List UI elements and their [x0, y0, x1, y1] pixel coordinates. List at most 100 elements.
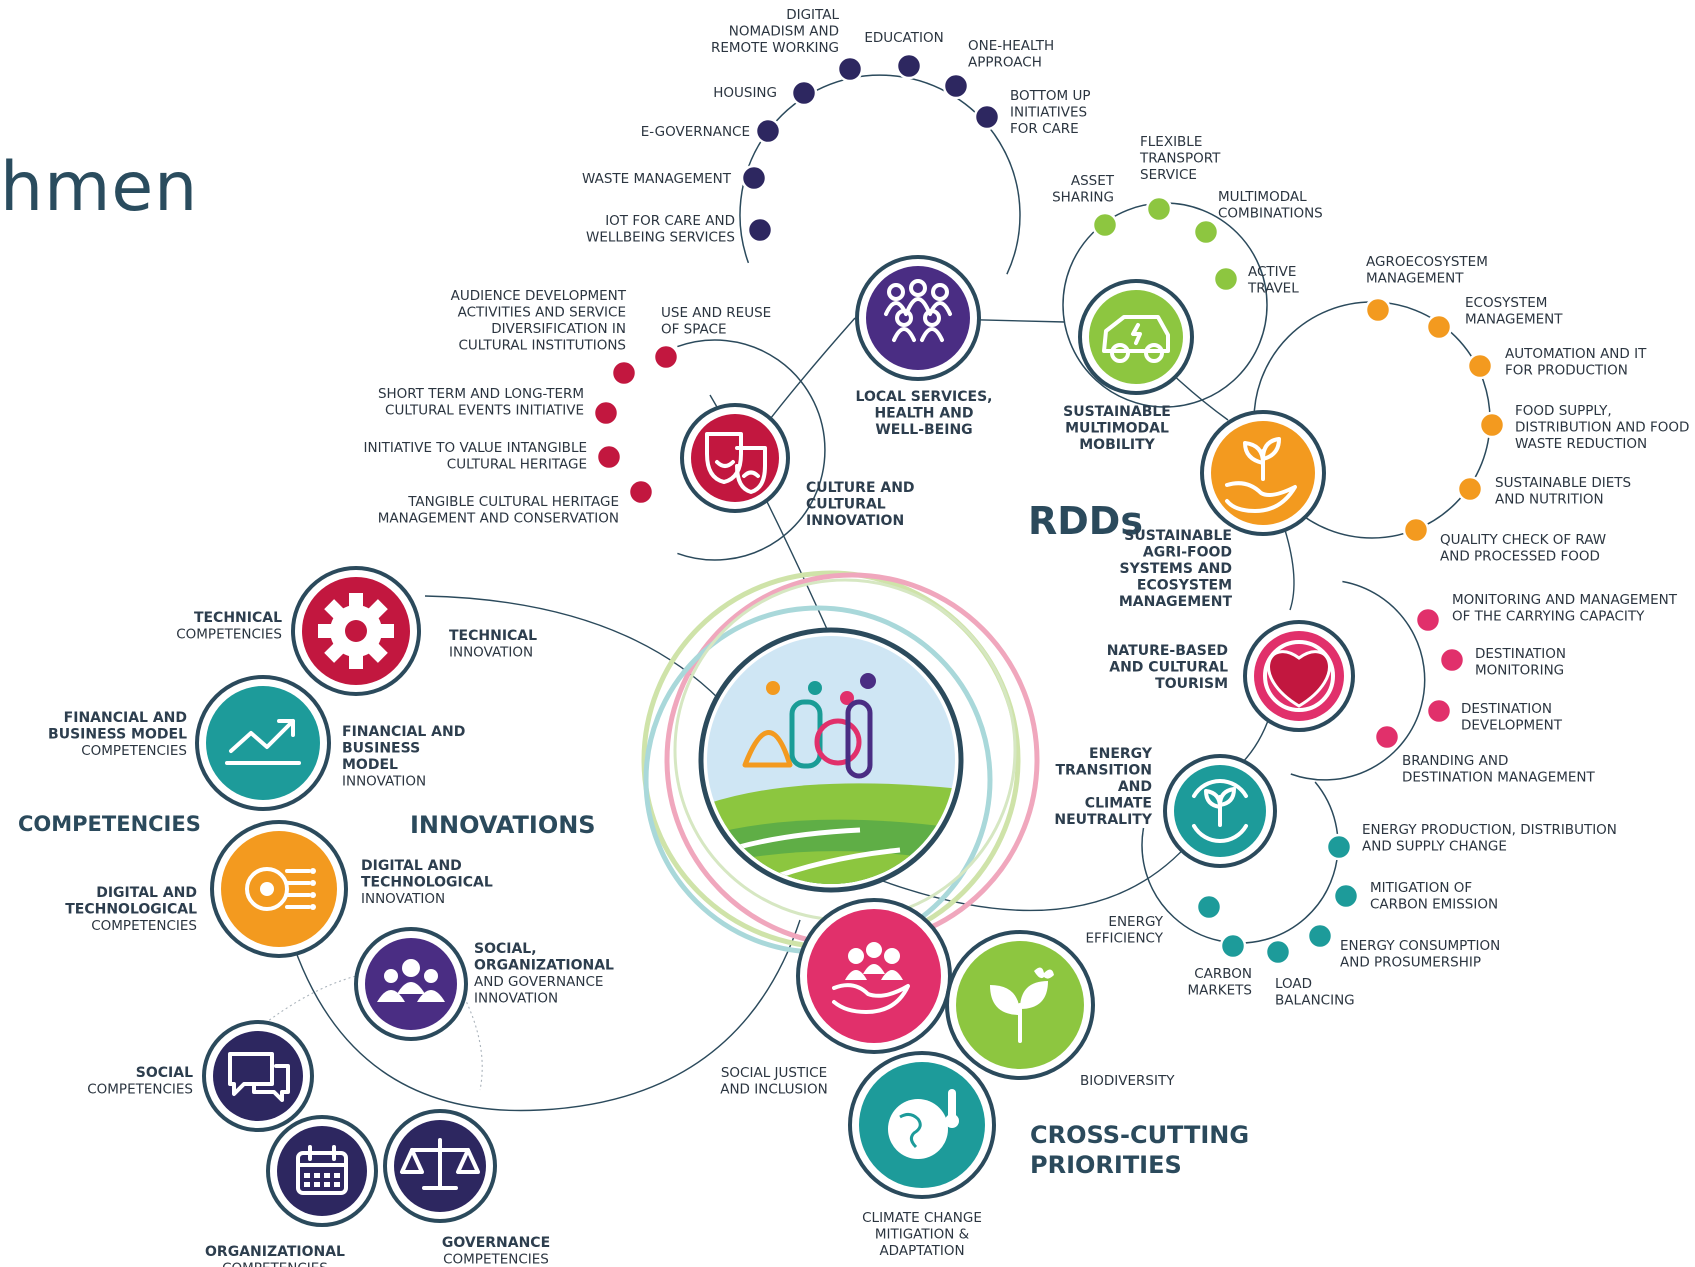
item-dot-culture — [595, 443, 623, 471]
hub-tourism — [1243, 620, 1355, 732]
item-dot-energy — [1195, 893, 1223, 921]
item-dot-local-services — [790, 79, 818, 107]
item-dot-tourism — [1425, 697, 1453, 725]
ring-local-services — [739, 74, 1021, 275]
item-dot-tourism — [1438, 646, 1466, 674]
connector-line — [1239, 714, 1271, 766]
hub-agrifood — [1200, 410, 1326, 536]
competency-label-organizational: ORGANIZATIONALCOMPETENCIES — [205, 1244, 345, 1267]
hub-organizational — [266, 1115, 378, 1227]
item-dot-tourism — [1414, 606, 1442, 634]
hub-digital-fill — [221, 831, 337, 947]
hub-energy — [1163, 754, 1277, 868]
item-dot-local-services — [895, 52, 923, 80]
hub-social-justice-fill — [807, 909, 941, 1043]
chat-icon — [228, 1052, 290, 1102]
item-dot-mobility — [1212, 265, 1240, 293]
item-dot-mobility — [1091, 211, 1119, 239]
ring-tourism — [1290, 580, 1426, 781]
hub-local-services — [855, 255, 981, 381]
hub-financial — [195, 675, 331, 811]
globe-thermometer-icon — [888, 1089, 959, 1159]
cross-label-biodiversity: BIODIVERSITY — [1080, 1073, 1175, 1089]
figure-pink — [814, 718, 862, 766]
item-dot-mobility — [1192, 218, 1220, 246]
item-dot-local-services — [942, 72, 970, 100]
item-dot-local-services — [973, 103, 1001, 131]
item-label-local-services: E-GOVERNANCE — [641, 124, 750, 140]
item-dot-agrifood — [1364, 296, 1392, 324]
hub-social-org — [354, 927, 468, 1041]
figure-orange — [742, 730, 793, 768]
hand-people-icon — [832, 942, 910, 1014]
item-dot-agrifood — [1402, 516, 1430, 544]
leaf-cycle-icon — [1192, 778, 1248, 844]
car-icon — [1102, 315, 1170, 363]
heading-innovations: INNOVATIONS — [410, 811, 596, 839]
gear-icon — [318, 593, 394, 669]
seedling-hand-icon — [1225, 437, 1297, 513]
diagram-labels: RDDsINNOVATIONSCOMPETENCIESCROSS-CUTTING… — [18, 7, 1689, 1267]
item-dot-local-services — [746, 216, 774, 244]
connector-line — [879, 829, 1201, 912]
item-label-local-services: EDUCATION — [864, 30, 943, 46]
heading-rdds: RDDs — [1028, 499, 1143, 543]
hub-mobility — [1078, 279, 1194, 395]
calendar-icon — [296, 1145, 348, 1195]
connector-line — [1169, 371, 1229, 421]
item-dot-agrifood — [1466, 352, 1494, 380]
item-dot-agrifood — [1425, 313, 1453, 341]
item-dot-energy — [1264, 938, 1292, 966]
figure-head — [840, 691, 854, 705]
hub-governance — [383, 1109, 497, 1223]
item-label-local-services: WASTE MANAGEMENT — [582, 171, 732, 187]
hub-digital — [210, 820, 348, 958]
hub-circles — [195, 255, 1355, 1227]
globe-heart-icon — [1263, 640, 1335, 712]
circuit-gear-icon — [245, 867, 316, 911]
growth-chart-icon — [225, 719, 301, 765]
plant-butterfly-icon — [990, 967, 1054, 1043]
figure-head — [808, 681, 822, 695]
central-logo — [641, 570, 1040, 955]
figure-head — [766, 681, 780, 695]
item-dot-energy — [1332, 882, 1360, 910]
connector-line — [289, 919, 801, 1112]
item-dot-culture — [652, 343, 680, 371]
item-dot-local-services — [836, 55, 864, 83]
hub-climate — [848, 1051, 996, 1199]
connector-line — [759, 317, 856, 433]
item-dot-energy — [1219, 932, 1247, 960]
ring-culture — [677, 339, 826, 561]
theatre-masks-icon — [705, 432, 767, 494]
